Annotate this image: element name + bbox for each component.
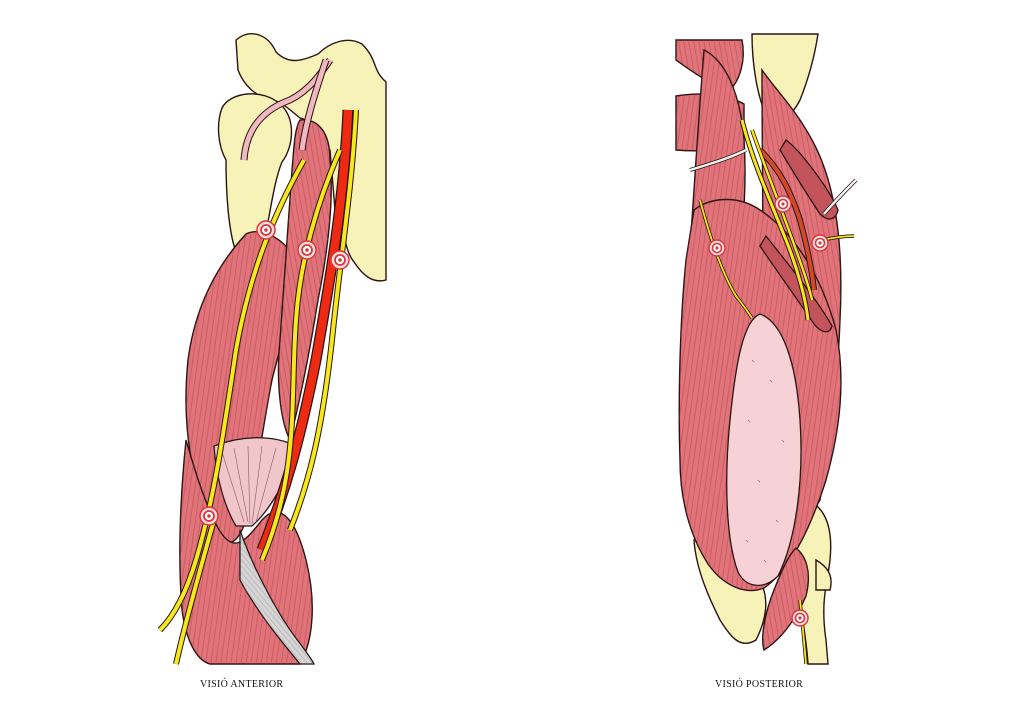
marker [199,506,219,526]
marker [297,240,317,260]
marker [708,239,726,257]
posterior-nerves [698,119,855,665]
anterior-view-caption: VISIÓ ANTERIOR [200,679,284,690]
radius-bone [815,558,832,591]
triceps-aponeurosis [726,313,802,586]
bicipital-aponeurosis [213,437,297,527]
posterior-markers [708,195,829,627]
marker [791,609,809,627]
posterior-view [675,33,858,665]
anterior-markers [199,220,350,526]
humerus-head [217,93,293,254]
marker [774,195,792,213]
marker [330,250,350,270]
cut-muscle-upper [779,139,839,220]
marker [256,220,276,240]
anterior-nerves [157,109,359,665]
anterior-view [157,33,387,665]
posterior-view-caption: VISIÓ POSTERIOR [715,679,804,690]
marker [811,234,829,252]
